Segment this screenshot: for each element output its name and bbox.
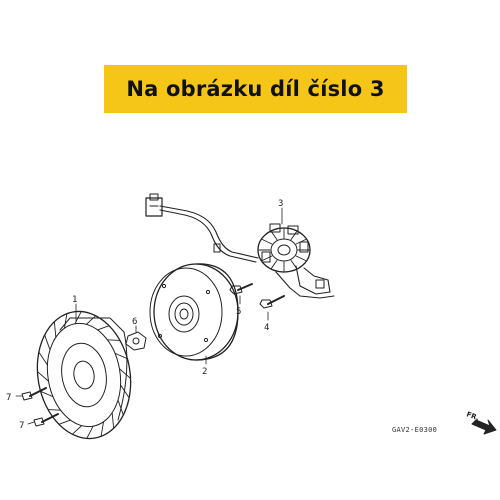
callout-7b: 7 [19, 421, 24, 431]
callout-7a: 7 [6, 393, 11, 403]
part-number-banner: Na obrázku díl číslo 3 [104, 65, 407, 113]
stator-tooth [271, 259, 278, 269]
fan-blade [71, 425, 83, 435]
callout-1: 1 [72, 295, 77, 305]
bolt-7b [33, 413, 59, 427]
direction-label: FR. [465, 410, 480, 422]
bolt-7a [21, 387, 47, 401]
fan-blade [58, 419, 71, 425]
fan-blade [119, 368, 132, 379]
fan-blade [114, 352, 128, 360]
fan-blade [40, 390, 54, 398]
fan-blade [111, 412, 115, 429]
stator-tooth [261, 239, 273, 245]
callout-3: 3 [278, 199, 283, 209]
stator-assembly [145, 193, 335, 299]
fan-blade [38, 351, 48, 366]
leader-lines [15, 207, 283, 425]
fan-blade [85, 315, 97, 325]
fan-blade [47, 409, 62, 411]
fan-blade [117, 399, 124, 416]
callout-4: 4 [264, 323, 269, 333]
fan-blade [44, 334, 51, 351]
callout-5: 5 [236, 307, 241, 317]
stator-tooth [290, 231, 297, 241]
flywheel [149, 263, 239, 361]
banner-text: Na obrázku díl číslo 3 [126, 77, 385, 101]
fan-blade [106, 339, 121, 341]
fan-blade [86, 425, 94, 439]
bolt-4 [259, 295, 285, 309]
callout-6: 6 [132, 317, 137, 327]
cooling-fan [36, 310, 132, 440]
nut-6 [125, 331, 147, 351]
fan-blade [64, 313, 68, 329]
stator-tooth [290, 259, 297, 269]
fan-blade [53, 321, 57, 338]
stator-tooth [295, 255, 307, 261]
diagram-code: GAV2-E0300 [392, 426, 437, 434]
fan-blade [36, 371, 49, 382]
stator-tooth [271, 231, 278, 241]
callout-2: 2 [202, 367, 207, 377]
bolt-5 [229, 283, 253, 295]
fan-blade [97, 325, 110, 331]
fan-blade [100, 421, 104, 437]
front-arrow-icon [471, 419, 497, 435]
